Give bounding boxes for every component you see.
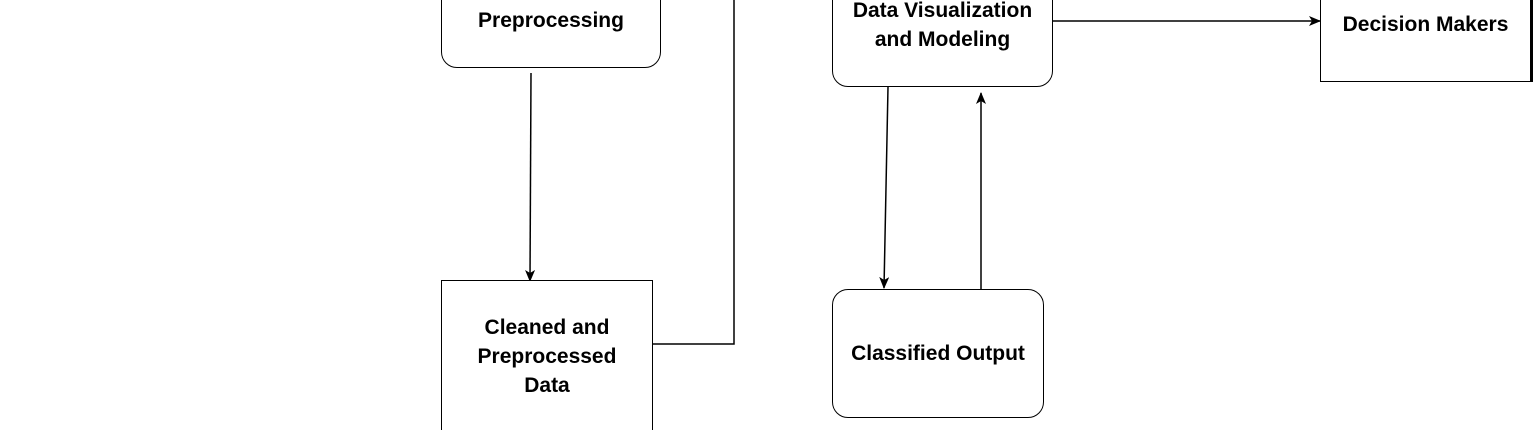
decision-makers-node: Decision Makers [1320, 0, 1533, 82]
data-visualization-label: Data Visualization and Modeling [852, 0, 1033, 51]
data-visualization-node: Data Visualization and Modeling [832, 0, 1053, 87]
cleaned-data-label: Cleaned and Preprocessed Data [477, 316, 617, 397]
arrow-dataviz-to-classified [879, 86, 890, 289]
connector-cleaned-to-top [653, 0, 735, 345]
arrow-preprocessing-to-cleaned [525, 72, 536, 282]
preprocessing-label: Preprocessing [478, 9, 624, 32]
classified-output-node: Classified Output [832, 289, 1044, 418]
classified-output-label: Classified Output [851, 342, 1025, 365]
preprocessing-node: Preprocessing [441, 0, 661, 68]
decision-makers-label: Decision Makers [1342, 13, 1509, 36]
cleaned-data-node: Cleaned and Preprocessed Data [441, 280, 653, 430]
